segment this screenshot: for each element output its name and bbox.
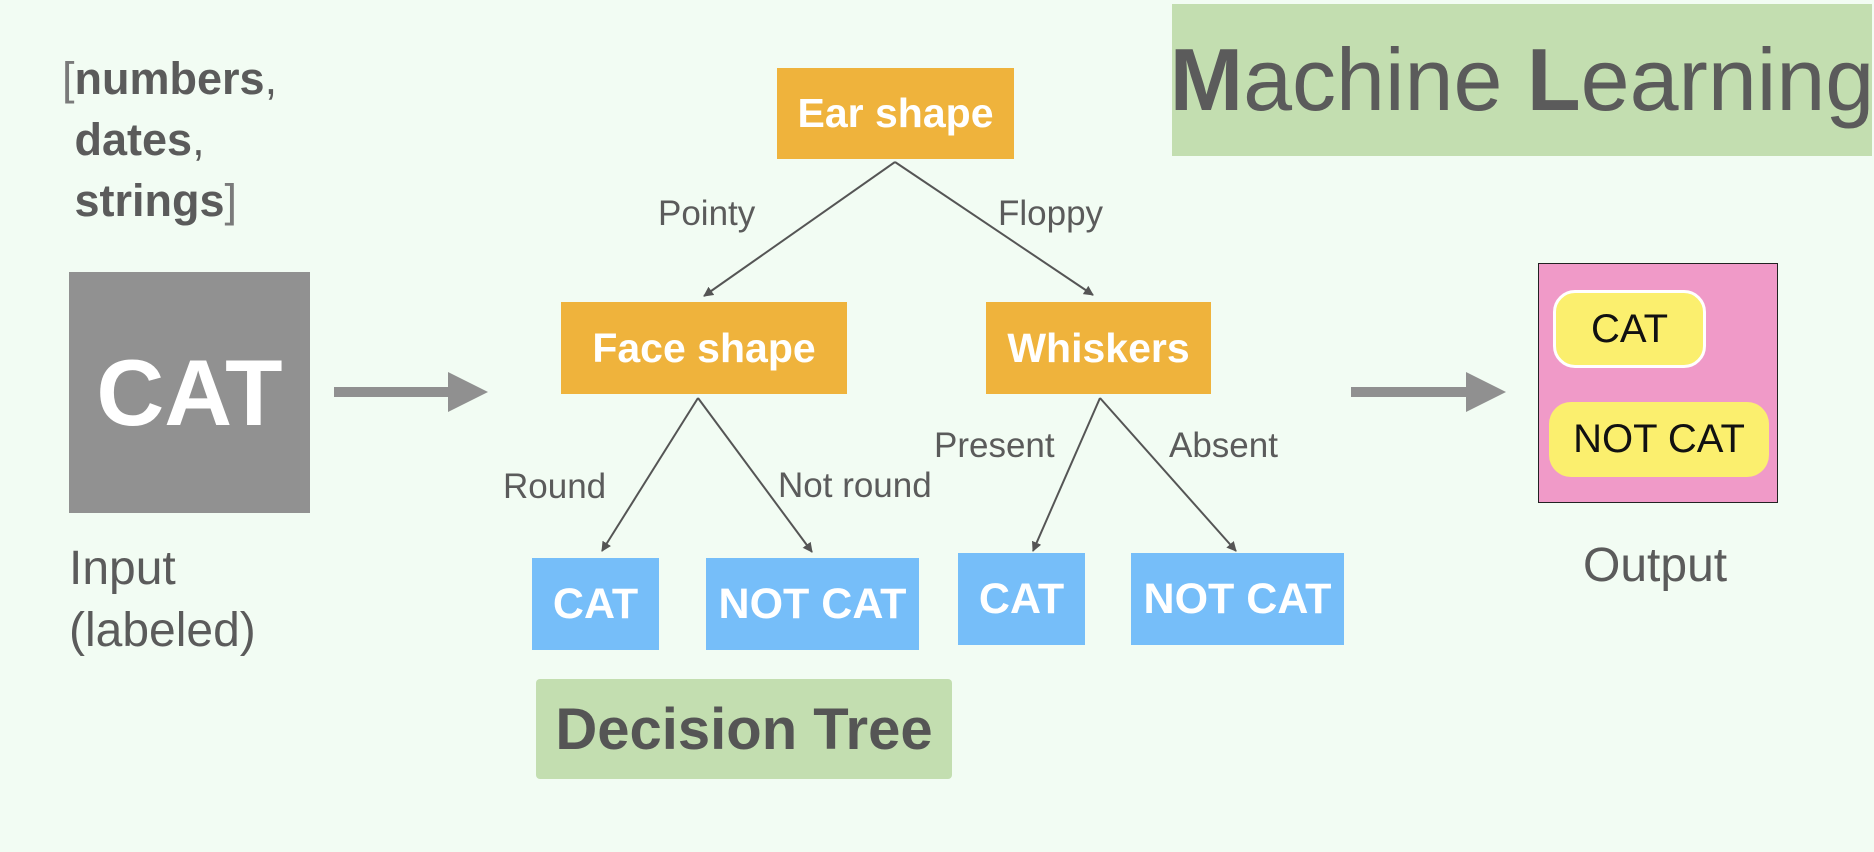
input-type-strings: strings <box>74 175 225 226</box>
output-option-cat: CAT <box>1553 290 1706 368</box>
node-whiskers: Whiskers <box>986 302 1211 394</box>
edge-line-round <box>601 397 699 552</box>
edge-line-present <box>1032 397 1101 552</box>
output-option-not-cat: NOT CAT <box>1549 402 1769 477</box>
edge-label-round: Round <box>503 467 607 506</box>
leaf-not-cat-2: NOT CAT <box>1131 553 1344 645</box>
edge-line-not-round <box>697 397 813 553</box>
edge-line-floppy <box>894 161 1094 296</box>
input-type-dates: dates <box>74 114 193 165</box>
edge-label-absent: Absent <box>1169 426 1278 465</box>
edge-label-not-round: Not round <box>778 466 932 505</box>
node-face-shape: Face shape <box>561 302 847 394</box>
decision-tree-label: Decision Tree <box>536 679 952 779</box>
input-cat-card: CAT <box>69 272 310 513</box>
leaf-cat-1: CAT <box>532 558 659 650</box>
tree-edges <box>601 161 1237 553</box>
input-arrow <box>334 372 488 412</box>
node-ear-shape: Ear shape <box>777 68 1014 159</box>
output-box: CAT NOT CAT <box>1538 263 1778 503</box>
edge-line-pointy <box>703 161 896 297</box>
edge-label-present: Present <box>934 426 1055 465</box>
input-caption: Input (labeled) <box>69 542 256 657</box>
edge-label-floppy: Floppy <box>998 194 1104 233</box>
output-arrow <box>1351 372 1506 412</box>
edge-label-pointy: Pointy <box>658 194 756 233</box>
leaf-not-cat-1: NOT CAT <box>706 558 919 650</box>
output-caption: Output <box>1583 539 1728 592</box>
leaf-cat-2: CAT <box>958 553 1085 645</box>
edge-line-absent <box>1099 397 1237 552</box>
input-type-numbers: numbers <box>74 53 265 104</box>
input-types-list: [numbers, dates, strings] <box>62 53 278 226</box>
